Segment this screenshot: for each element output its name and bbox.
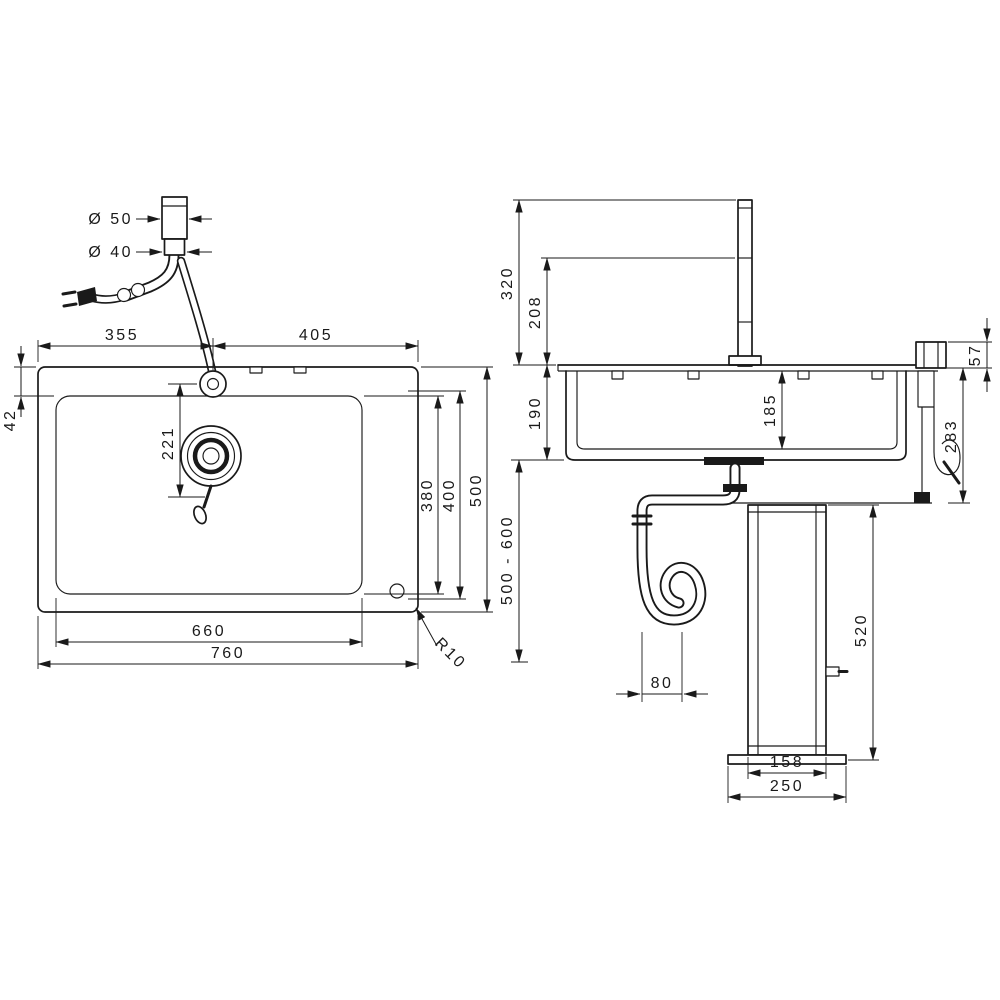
dim-185-label: 185 xyxy=(762,393,779,427)
mounting-clip xyxy=(871,370,884,380)
handle-lever xyxy=(942,460,961,485)
sink-outline xyxy=(37,366,419,613)
bowl-outer-wall xyxy=(565,370,907,461)
drain-lever-handle xyxy=(193,505,207,525)
select-button-body xyxy=(915,341,947,369)
faucet-shank xyxy=(917,370,935,408)
dim-d40-label: Ø 40 xyxy=(88,244,133,261)
dim-520-label: 520 xyxy=(853,613,870,647)
hose-clamp-ring xyxy=(130,282,146,298)
dim-42-label: 42 xyxy=(2,409,19,432)
section-view: 320 208 190 185 57 283 xyxy=(499,199,992,803)
dim-57-label: 57 xyxy=(967,344,984,367)
faucet-riser xyxy=(737,199,753,367)
section-faucet xyxy=(728,199,762,367)
dim-660-label: 660 xyxy=(192,623,226,640)
dim-250-label: 250 xyxy=(770,778,804,795)
plan-view: Ø 50 Ø 40 355 405 42 xyxy=(2,196,493,673)
mounting-clip xyxy=(611,370,624,380)
bowl-inner-wall xyxy=(576,371,898,450)
tap-hole-knockout xyxy=(249,366,263,374)
accessory-hole xyxy=(389,583,405,599)
select-control-and-hoses xyxy=(914,341,961,503)
mounting-clip xyxy=(797,370,810,380)
dim-r10-label: R10 xyxy=(431,635,469,673)
hose-connector xyxy=(77,287,97,306)
hose-connector xyxy=(914,492,930,503)
pedestal-column xyxy=(747,504,827,756)
side-screw xyxy=(825,666,840,677)
dim-380-label: 380 xyxy=(419,478,436,512)
mounting-clip xyxy=(687,370,700,380)
hose-clamp-ring xyxy=(116,287,132,303)
dim-405-label: 405 xyxy=(299,327,333,344)
section-sink xyxy=(557,364,939,465)
dim-355-label: 355 xyxy=(105,327,139,344)
tap-neck xyxy=(163,238,186,256)
faucet-hole xyxy=(199,370,227,398)
section-dimensions: 320 208 190 185 57 283 xyxy=(499,199,992,803)
dim-208-label: 208 xyxy=(527,295,544,329)
plan-dimensions: Ø 50 Ø 40 355 405 42 xyxy=(2,211,493,673)
dim-500-label: 500 xyxy=(468,473,485,507)
drain-flange xyxy=(704,457,764,465)
tap-hole-knockout xyxy=(293,366,307,374)
pedestal-base xyxy=(727,754,847,765)
plan-faucet-assembly xyxy=(61,196,217,376)
drain-nut xyxy=(723,484,747,492)
dim-d50-label: Ø 50 xyxy=(88,211,133,228)
dim-190-label: 190 xyxy=(527,396,544,430)
dim-400-label: 400 xyxy=(441,478,458,512)
faucet-escutcheon xyxy=(728,355,762,366)
tap-body xyxy=(161,196,188,240)
drain xyxy=(180,425,242,525)
dim-320-label: 320 xyxy=(499,266,516,300)
dim-range-label: 500 - 600 xyxy=(499,515,516,605)
waste-trap xyxy=(631,462,747,626)
dim-158-label: 158 xyxy=(770,754,804,771)
dim-283-label: 283 xyxy=(943,419,960,453)
plan-sink xyxy=(37,366,419,613)
dim-221-label: 221 xyxy=(160,426,177,460)
dim-80-label: 80 xyxy=(651,675,674,692)
drain-lever xyxy=(202,484,213,509)
pedestal xyxy=(727,504,849,765)
dim-760-label: 760 xyxy=(211,645,245,662)
